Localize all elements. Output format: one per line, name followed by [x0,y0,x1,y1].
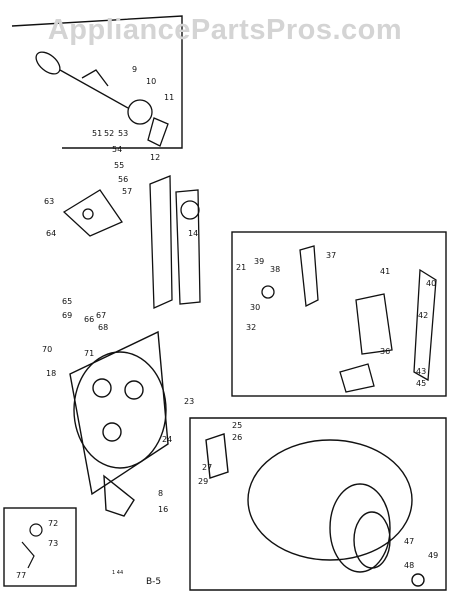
callout-39: 39 [254,257,264,266]
bracket-top [81,69,109,87]
callout-67: 67 [96,311,106,320]
callout-32: 32 [246,323,256,332]
callout-47: 47 [404,537,414,546]
bulkhead-drum-ring [73,351,167,469]
drum-rear-ring [329,483,391,573]
callout-24: 8 [158,489,163,498]
callout-51: 51 [92,129,102,138]
belt-idler-assembly [62,175,201,309]
callout-21: 21 [236,263,246,272]
lower-left-parts [21,523,43,569]
callout-52: 52 [104,129,114,138]
pulley [35,51,61,75]
idler-wheel [82,208,94,220]
callout-22: 23 [184,397,194,406]
inset-box-drum [189,417,447,591]
belt-right [175,189,201,305]
callout-10: 10 [146,77,156,86]
callout-42: 42 [418,311,428,320]
drum-roller-bracket [205,433,229,479]
callout-37: 37 [326,251,336,260]
callout-56: 56 [118,175,128,184]
callout-69: 69 [62,311,72,320]
callout-30: 30 [250,303,260,312]
callout-41: 41 [380,267,390,276]
drive-belt [299,245,319,308]
blower-wheel [147,117,169,147]
callout-72: 72 [48,519,58,528]
idler-bracket [62,189,123,237]
callout-9: 9 [132,65,137,74]
callout-48: 48 [404,561,414,570]
rear-bulkhead [69,330,169,517]
inset-box-motor [231,231,447,397]
bulkhead-panel [69,330,169,496]
bulkhead-hole-2 [124,380,144,400]
callout-55: 55 [114,161,124,170]
belt-loop [413,268,437,382]
callout-63: 63 [44,197,54,206]
callout-12: 12 [150,153,160,162]
inset-box-top [11,15,183,149]
bulkhead-hole-1 [92,378,112,398]
callout-11: 11 [164,93,174,102]
callout-29: 29 [198,477,208,486]
callout-26: 26 [232,433,242,442]
callout-27: 27 [202,463,212,472]
callout-57: 57 [122,187,132,196]
inset-box-lower-left [3,507,77,587]
callout-66: 66 [84,315,94,324]
page-label: B-5 [146,577,161,587]
callout-53: 53 [118,129,128,138]
callouts: 9 10 11 12 14 51 52 53 54 55 56 57 63 64… [16,65,438,580]
motor-mount [339,363,375,393]
callout-43: 43 [416,367,426,376]
callout-68: 68 [98,323,108,332]
callout-71: 71 [84,349,94,358]
idler-pulley [180,200,200,220]
flywheel [127,99,153,125]
bulkhead-hole-3 [102,422,122,442]
callout-16: 16 [158,505,168,514]
callout-77: 77 [16,571,26,580]
motor-body [355,293,393,355]
drum-clip [411,573,425,587]
callout-23: 24 [162,435,172,444]
drum-parts [205,433,425,587]
clip-small [21,541,35,569]
callout-49: 49 [428,551,438,560]
callout-54: 54 [112,145,122,154]
duct-funnel [103,474,135,517]
callout-65: 65 [62,297,72,306]
top-shaft-assembly [35,51,169,147]
motor-parts [261,245,437,393]
callout-25: 25 [232,421,242,430]
callout-45: 45 [416,379,426,388]
belt-left [149,175,173,309]
idler-pulley-motor [261,285,275,299]
callout-64: 64 [46,229,56,238]
drum-shell [247,439,413,561]
callout-70: 70 [42,345,52,354]
callout-38: 38 [270,265,280,274]
callout-73: 73 [48,539,58,548]
shaft [59,69,129,109]
drum-front-seal [353,511,391,569]
callout-40: 40 [426,279,436,288]
small-mark: 1 44 [112,570,123,576]
roller-small [29,523,43,537]
callout-20: 18 [46,369,56,378]
callout-36: 36 [380,347,390,356]
callout-14: 14 [188,229,198,238]
